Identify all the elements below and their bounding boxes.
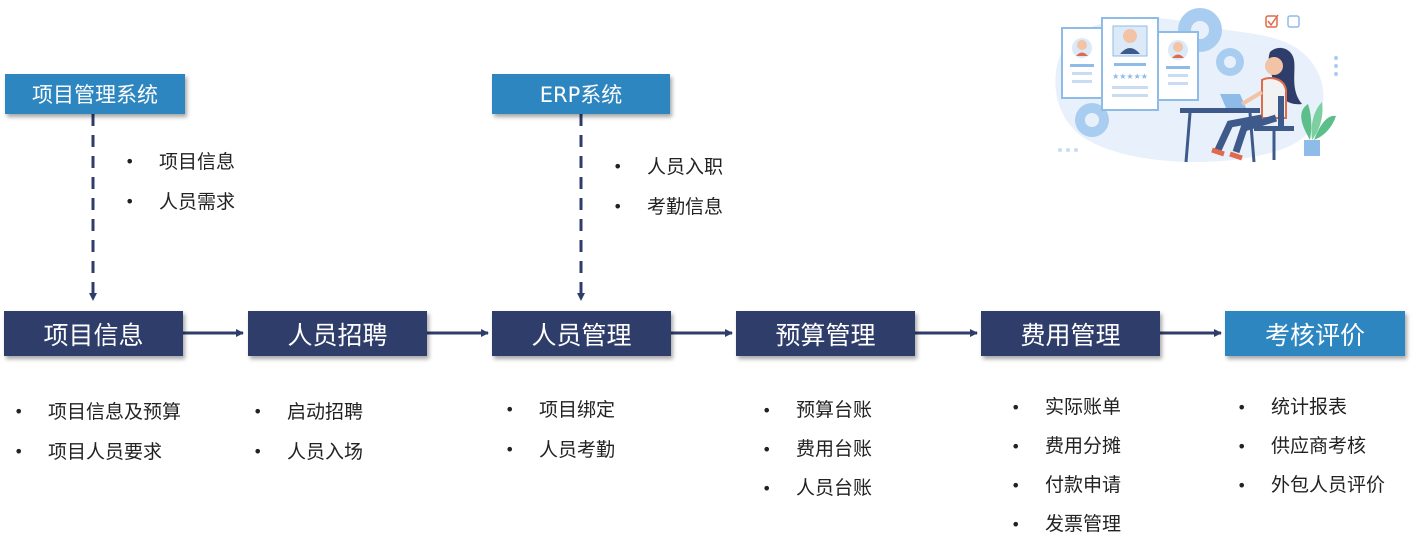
list-item: 启动招聘 [253,392,363,432]
stage-cost-management: 费用管理 [981,311,1160,356]
list-item: 实际账单 [1011,388,1121,427]
svg-text:★★★★★: ★★★★★ [1112,72,1148,81]
recruitment-bullets: 启动招聘 人员入场 [253,392,363,472]
list-item: 供应商考核 [1237,427,1385,466]
list-item: 人员入场 [253,432,363,472]
erp-system-bullets: 人员入职 考勤信息 [613,147,723,227]
list-item: 外包人员评价 [1237,466,1385,505]
list-item: 人员考勤 [505,430,615,470]
list-item: 项目信息及预算 [14,392,181,432]
budget-bullets: 预算台账 费用台账 人员台账 [762,391,872,508]
evaluation-bullets: 统计报表 供应商考核 外包人员评价 [1237,388,1385,505]
recruitment-candidates-illustration: ★★★★★ [1055,8,1338,163]
source-erp-system: ERP系统 [492,74,670,114]
list-item: 人员需求 [125,182,235,222]
list-item: 人员台账 [762,469,872,508]
list-item: 发票管理 [1011,505,1121,544]
stage-personnel-management: 人员管理 [492,311,671,356]
list-item: 费用分摊 [1011,427,1121,466]
list-item: 人员入职 [613,147,723,187]
list-item: 项目人员要求 [14,432,181,472]
list-item: 费用台账 [762,430,872,469]
list-item: 统计报表 [1237,388,1385,427]
personnel-bullets: 项目绑定 人员考勤 [505,390,615,470]
list-item: 预算台账 [762,391,872,430]
list-item: 考勤信息 [613,187,723,227]
stage-project-info: 项目信息 [4,311,183,356]
list-item: 付款申请 [1011,466,1121,505]
stage-evaluation: 考核评价 [1225,311,1405,356]
cost-bullets: 实际账单 费用分摊 付款申请 发票管理 [1011,388,1121,544]
stage-budget-management: 预算管理 [736,311,915,356]
list-item: 项目信息 [125,142,235,182]
stage-recruitment: 人员招聘 [248,311,427,356]
project-info-bullets: 项目信息及预算 项目人员要求 [14,392,181,472]
source-pm-system: 项目管理系统 [5,74,185,114]
list-item: 项目绑定 [505,390,615,430]
pm-system-bullets: 项目信息 人员需求 [125,142,235,222]
